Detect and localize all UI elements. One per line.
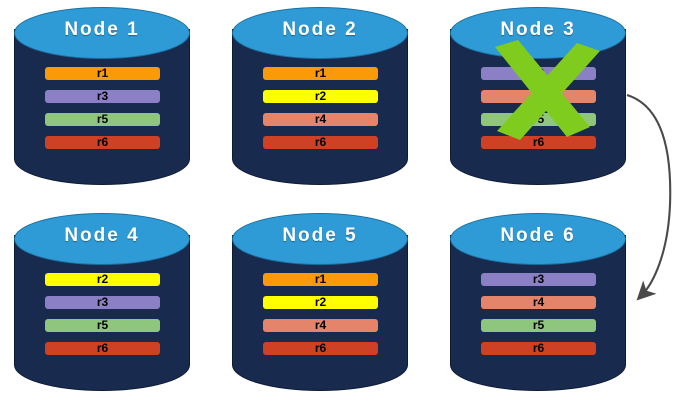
replica-row: r4 (263, 319, 378, 332)
replica-row-list: r2 r3 r5 r6 (45, 273, 160, 355)
replica-row: r4 (481, 296, 596, 309)
node-cylinder-3[interactable]: Node 3 r3 r4 r5 r6 (450, 7, 626, 185)
replica-row: r1 (45, 67, 160, 80)
replica-row: r3 (481, 67, 596, 80)
cylinder-top-ellipse (14, 7, 190, 59)
replica-row: r2 (263, 90, 378, 103)
replica-row: r2 (263, 296, 378, 309)
replica-row: r4 (481, 90, 596, 103)
cylinder-top-ellipse (232, 213, 408, 265)
replica-row: r6 (263, 136, 378, 149)
node-label: Node 1 (64, 19, 140, 40)
replica-row-list: r3 r4 r5 r6 (481, 67, 596, 149)
cylinder-top-ellipse (14, 213, 190, 265)
replica-row: r6 (45, 136, 160, 149)
node-label: Node 5 (282, 225, 358, 246)
replica-row: r1 (263, 273, 378, 286)
replica-row: r3 (45, 296, 160, 309)
replica-row: r3 (45, 90, 160, 103)
replica-row: r5 (481, 113, 596, 126)
node-cylinder-2[interactable]: Node 2 r1 r2 r4 r6 (232, 7, 408, 185)
node-label: Node 6 (500, 225, 576, 246)
node-cylinder-5[interactable]: Node 5 r1 r2 r4 r6 (232, 213, 408, 391)
replica-row: r6 (481, 136, 596, 149)
replica-row: r6 (481, 342, 596, 355)
replica-row: r6 (45, 342, 160, 355)
replica-row: r5 (481, 319, 596, 332)
node-cylinder-6[interactable]: Node 6 r3 r4 r5 r6 (450, 213, 626, 391)
node-label: Node 4 (64, 225, 140, 246)
node-label: Node 3 (500, 19, 576, 40)
node-cylinder-4[interactable]: Node 4 r2 r3 r5 r6 (14, 213, 190, 391)
node-label: Node 2 (282, 19, 358, 40)
cylinder-top-ellipse (232, 7, 408, 59)
replica-row: r2 (45, 273, 160, 286)
replica-row: r6 (263, 342, 378, 355)
replica-row: r5 (45, 113, 160, 126)
replica-row-list: r3 r4 r5 r6 (481, 273, 596, 355)
replica-row: r3 (481, 273, 596, 286)
replica-row: r1 (263, 67, 378, 80)
replica-row-list: r1 r2 r4 r6 (263, 273, 378, 355)
replica-row-list: r1 r3 r5 r6 (45, 67, 160, 149)
replica-row: r4 (263, 113, 378, 126)
node-cylinder-1[interactable]: Node 1 r1 r3 r5 r6 (14, 7, 190, 185)
replica-row-list: r1 r2 r4 r6 (263, 67, 378, 149)
cylinder-top-ellipse (450, 213, 626, 265)
replica-row: r5 (45, 319, 160, 332)
